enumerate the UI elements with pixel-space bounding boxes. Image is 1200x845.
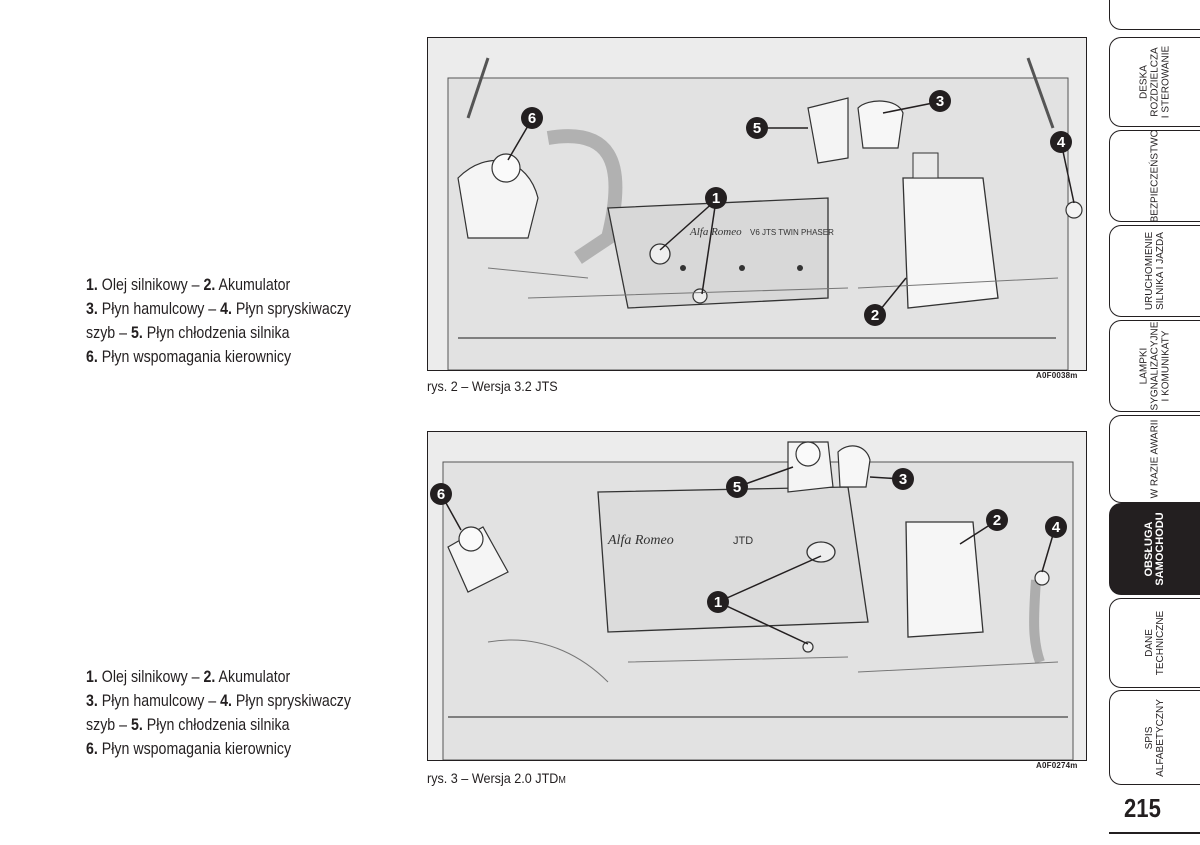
legend-figure-3: 1. Olej silnikowy – 2. Akumulator 3. Pły… (86, 665, 370, 761)
svg-text:5: 5 (753, 120, 761, 137)
page-number-rule (1109, 832, 1200, 834)
svg-text:3: 3 (899, 471, 907, 488)
callout-6: 6 (521, 107, 543, 129)
svg-text:5: 5 (733, 479, 741, 496)
figure-caption: rys. 3 – Wersja 2.0 JTDM (427, 770, 566, 786)
callout-6: 6 (430, 483, 452, 505)
svg-text:1: 1 (712, 190, 720, 207)
legend-line: 3. Płyn hamulcowy – 4. Płyn spryskiwaczy (86, 300, 352, 318)
legend-line: szyb – 5. Płyn chłodzenia silnika (86, 324, 290, 342)
legend-figure-2: 1. Olej silnikowy – 2. Akumulator 3. Pły… (86, 273, 370, 369)
brand-text: Alfa Romeo (607, 533, 674, 548)
engine-figure-jtd: Alfa Romeo JTD 1 2 3 4 5 6 (427, 431, 1087, 761)
legend-line: 1. Olej silnikowy – 2. Akumulator (86, 276, 291, 294)
svg-text:2: 2 (993, 512, 1001, 529)
figure-code: A0F0274m (1036, 761, 1078, 770)
tab-w-razie-awarii[interactable]: W RAZIE AWARII (1109, 415, 1200, 503)
brand-text: Alfa Romeo (689, 226, 742, 238)
figure-caption: rys. 2 – Wersja 3.2 JTS (427, 378, 558, 394)
tab-spis-alfabetyczny[interactable]: SPIS ALFABETYCZNY (1109, 690, 1200, 785)
tab-obsluga-samochodu[interactable]: OBSŁUGA SAMOCHODU (1109, 503, 1200, 595)
callout-5: 5 (746, 117, 768, 139)
svg-text:6: 6 (528, 110, 536, 127)
cover-text: JTD (733, 535, 753, 547)
legend-line: 1. Olej silnikowy – 2. Akumulator (86, 668, 291, 686)
svg-text:1: 1 (714, 594, 722, 611)
callout-4: 4 (1050, 131, 1072, 153)
callout-2: 2 (986, 509, 1008, 531)
legend-line: 6. Płyn wspomagania kierownicy (86, 348, 292, 366)
figure-code: A0F0038m (1036, 371, 1078, 380)
callout-5: 5 (726, 476, 748, 498)
tab-deska-rozdzielcza[interactable]: DESKA ROZDZIELCZA I STEROWANIE (1109, 37, 1200, 127)
callout-1: 1 (705, 187, 727, 209)
callout-1: 1 (707, 591, 729, 613)
svg-text:4: 4 (1052, 519, 1061, 536)
engine-illustration-jtd: Alfa Romeo JTD 1 2 3 4 5 6 (428, 432, 1086, 760)
callout-3: 3 (892, 468, 914, 490)
tab-uruchomienie[interactable]: URUCHOMIENIE SILNIKA I JAZDA (1109, 225, 1200, 317)
legend-line: szyb – 5. Płyn chłodzenia silnika (86, 716, 290, 734)
callout-3: 3 (929, 90, 951, 112)
svg-text:3: 3 (936, 93, 944, 110)
callout-2: 2 (864, 304, 886, 326)
tab-dane-techniczne[interactable]: DANE TECHNICZNE (1109, 598, 1200, 688)
cover-text: V6 JTS TWIN PHASER (750, 228, 834, 237)
engine-illustration-jts: Alfa Romeo V6 JTS TWIN PHASER 1 2 3 4 5 … (428, 38, 1086, 370)
legend-line: 6. Płyn wspomagania kierownicy (86, 740, 292, 758)
legend-line: 3. Płyn hamulcowy – 4. Płyn spryskiwaczy (86, 692, 352, 710)
engine-figure-jts: Alfa Romeo V6 JTS TWIN PHASER 1 2 3 4 5 … (427, 37, 1087, 371)
tab-lampki[interactable]: LAMPKI SYGNALIZACYJNE I KOMUNIKATY (1109, 320, 1200, 412)
svg-text:4: 4 (1057, 134, 1066, 151)
svg-text:2: 2 (871, 307, 879, 324)
tab-bezpieczenstwo[interactable]: BEZPIECZEŃSTWO (1109, 130, 1200, 222)
page-number: 215 (1124, 793, 1161, 823)
svg-text:6: 6 (437, 486, 445, 503)
callout-4: 4 (1045, 516, 1067, 538)
chapter-tabs: DESKA ROZDZIELCZA I STEROWANIE BEZPIECZE… (1109, 0, 1200, 845)
tab-top-stub (1109, 0, 1200, 30)
